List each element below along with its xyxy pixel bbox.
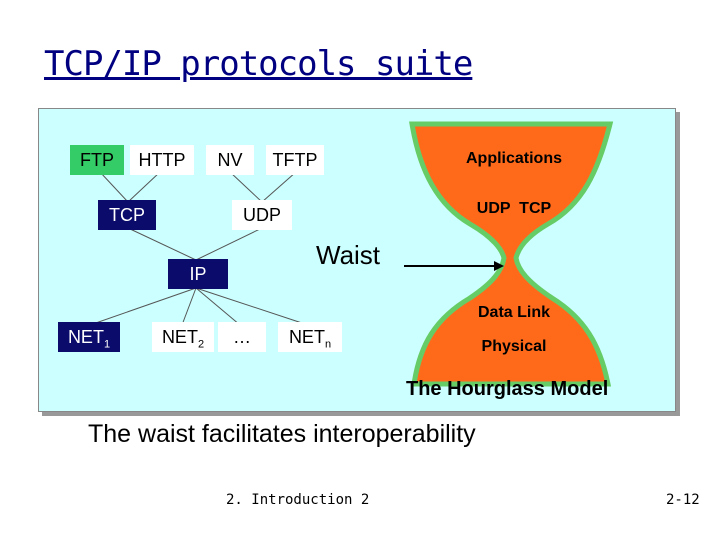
ip-box: IP <box>168 259 228 289</box>
netn-label: NET <box>288 327 325 347</box>
tftp-box: TFTP <box>266 145 324 175</box>
ftp-box: FTP <box>70 145 124 175</box>
http-box: HTTP <box>130 145 194 175</box>
net1-subscript: 1 <box>103 338 111 351</box>
ellipsis-box: … <box>218 322 266 352</box>
udp-box: UDP <box>232 200 292 230</box>
link-nv-udp <box>229 171 263 203</box>
page-number: 2-12 <box>666 492 700 508</box>
slide-title: TCP/IP protocols suite <box>44 44 473 84</box>
slide-subtitle: The waist facilitates interoperability <box>88 420 476 448</box>
hourglass-caption: The Hourglass Model <box>406 378 609 400</box>
slide-footer: 2. Introduction 2 <box>226 492 370 508</box>
link-ip-net1 <box>89 287 197 326</box>
net2-subscript: 2 <box>197 338 205 351</box>
link-ip-netn <box>195 287 309 326</box>
hourglass-physical-label: Physical <box>481 338 547 355</box>
waist-arrowhead <box>494 261 504 271</box>
waist-label: Waist <box>316 240 381 270</box>
link-tcp-ip <box>127 227 197 261</box>
net1-label: NET <box>67 327 104 347</box>
tcp-box: TCP <box>98 200 156 230</box>
link-tftp-udp <box>261 171 297 203</box>
link-ftp-tcp <box>99 171 129 203</box>
netn-subscript: n <box>324 338 332 351</box>
protocol-links <box>89 171 309 326</box>
net2-label: NET <box>161 327 198 347</box>
link-ip-ellipsis <box>195 287 241 326</box>
link-udp-ip <box>195 227 263 261</box>
netn-box: NETn <box>278 322 342 352</box>
link-ip-net2 <box>181 287 197 326</box>
net2-box: NET2 <box>152 322 214 352</box>
hourglass-transport-label: UDP TCP <box>476 200 552 217</box>
hourglass-shape <box>409 121 614 387</box>
link-http-tcp <box>127 171 161 203</box>
hourglass-applications-label: Applications <box>465 150 562 167</box>
nv-box: NV <box>206 145 254 175</box>
net1-box: NET1 <box>58 322 120 352</box>
hourglass-datalink-label: Data Link <box>477 304 550 321</box>
